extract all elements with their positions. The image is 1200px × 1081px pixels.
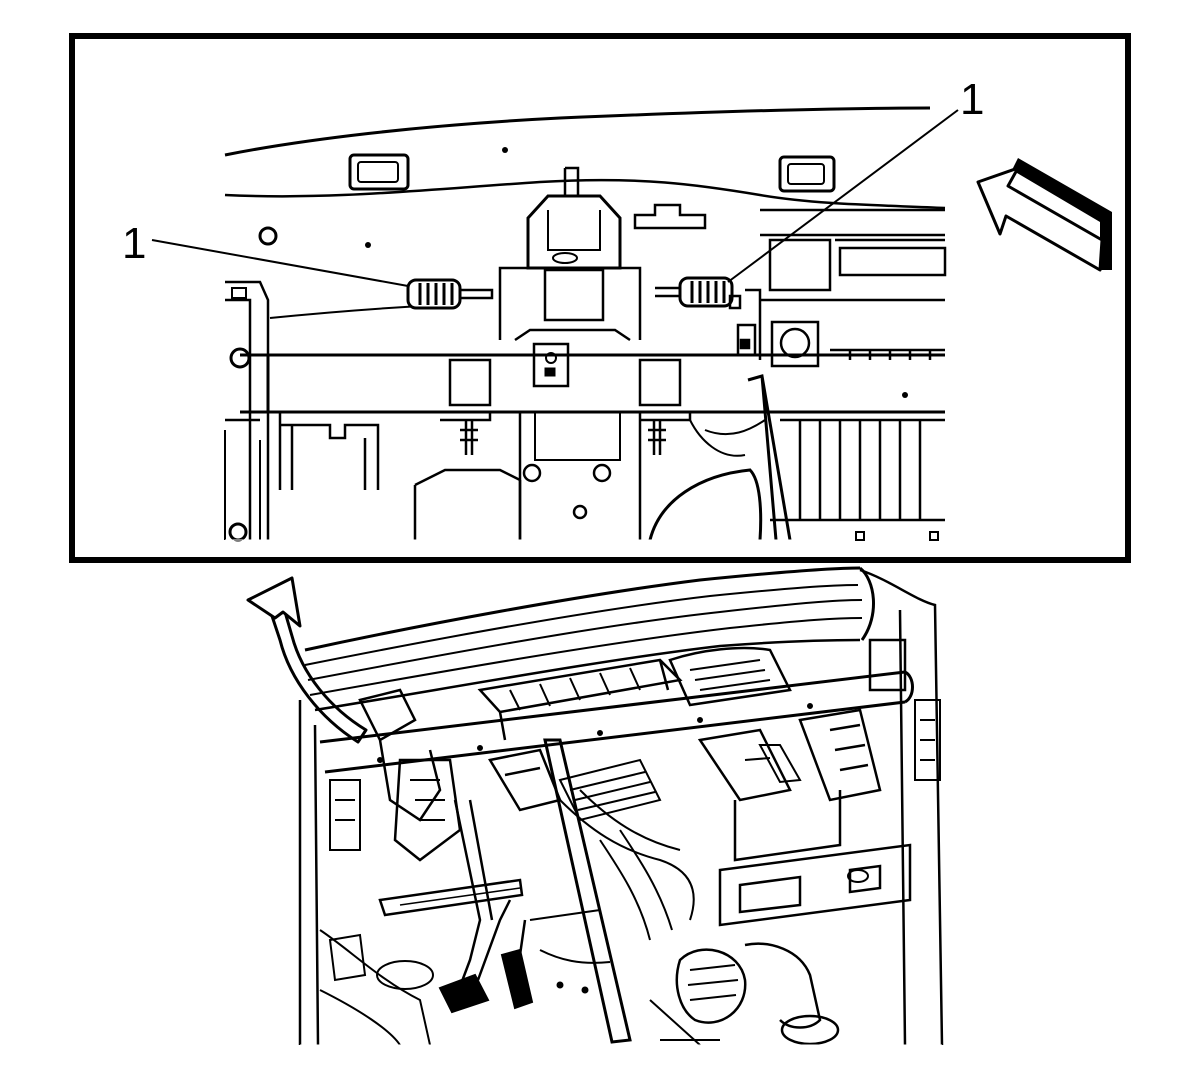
callout-label-right: 1 — [960, 75, 984, 124]
retainer-clip-right — [655, 278, 732, 306]
windshield-base — [305, 568, 860, 650]
inset-frame — [72, 36, 1128, 560]
bolt-head — [524, 465, 540, 481]
lower-right-trim — [720, 845, 910, 925]
cowl-slot-right-inner — [788, 164, 824, 184]
bolt-head — [902, 392, 908, 398]
lower-panel-left — [225, 430, 260, 540]
bolt-head — [930, 532, 938, 540]
lower-center-bracket — [415, 470, 520, 540]
floor-pan — [320, 930, 430, 1045]
cowl-top-edge — [225, 108, 930, 155]
bolt-head — [574, 506, 586, 518]
parking-brake-assembly — [677, 950, 745, 1023]
heater-duct — [560, 760, 660, 820]
callout-label-left: 1 — [122, 219, 146, 268]
left-bracket-tab — [232, 288, 246, 298]
brake-pedal-rod-upper — [748, 376, 790, 540]
glovebox-module — [700, 730, 840, 860]
lower-curved-duct — [650, 470, 761, 540]
cowl-slot-left — [350, 155, 408, 189]
bolt-head — [365, 242, 371, 248]
cross-car-beam — [240, 355, 945, 412]
view-direction-arrow-icon — [978, 158, 1112, 270]
lower-bracket-left — [280, 412, 378, 490]
wiring-harness — [560, 790, 694, 920]
brake-pedal-pad — [440, 975, 488, 1012]
cowl-slot-left-inner — [358, 162, 398, 182]
cowl-lower-edge — [225, 180, 945, 208]
bolt-head — [502, 147, 508, 153]
a-pillar-left — [300, 700, 318, 1045]
detail-inset: 1 1 — [72, 36, 1128, 560]
bolt-head — [260, 228, 276, 244]
a-pillar-right — [860, 570, 942, 1045]
dash-key-slot — [635, 205, 705, 228]
curved-motion-arrow-icon — [248, 578, 366, 742]
mount-block-left — [440, 360, 490, 455]
right-panel-assembly — [730, 210, 945, 520]
callout-leader-left — [152, 240, 408, 286]
steering-column-support — [500, 168, 640, 540]
brake-pedal-arm — [545, 740, 630, 1042]
mount-block-right — [640, 360, 690, 455]
lower-tube — [380, 880, 522, 915]
accelerator-pedal-pad — [502, 950, 532, 1008]
instrument-panel-overview — [300, 568, 942, 1045]
harness-lower — [690, 420, 765, 456]
main-cross-car-beam — [320, 672, 913, 772]
callout-leader-right — [728, 110, 958, 282]
retainer-clip-left — [408, 280, 492, 308]
cowl-slot-right — [780, 157, 834, 191]
left-bracket — [225, 282, 268, 540]
bolt-head — [856, 532, 864, 540]
bolt-head — [594, 465, 610, 481]
